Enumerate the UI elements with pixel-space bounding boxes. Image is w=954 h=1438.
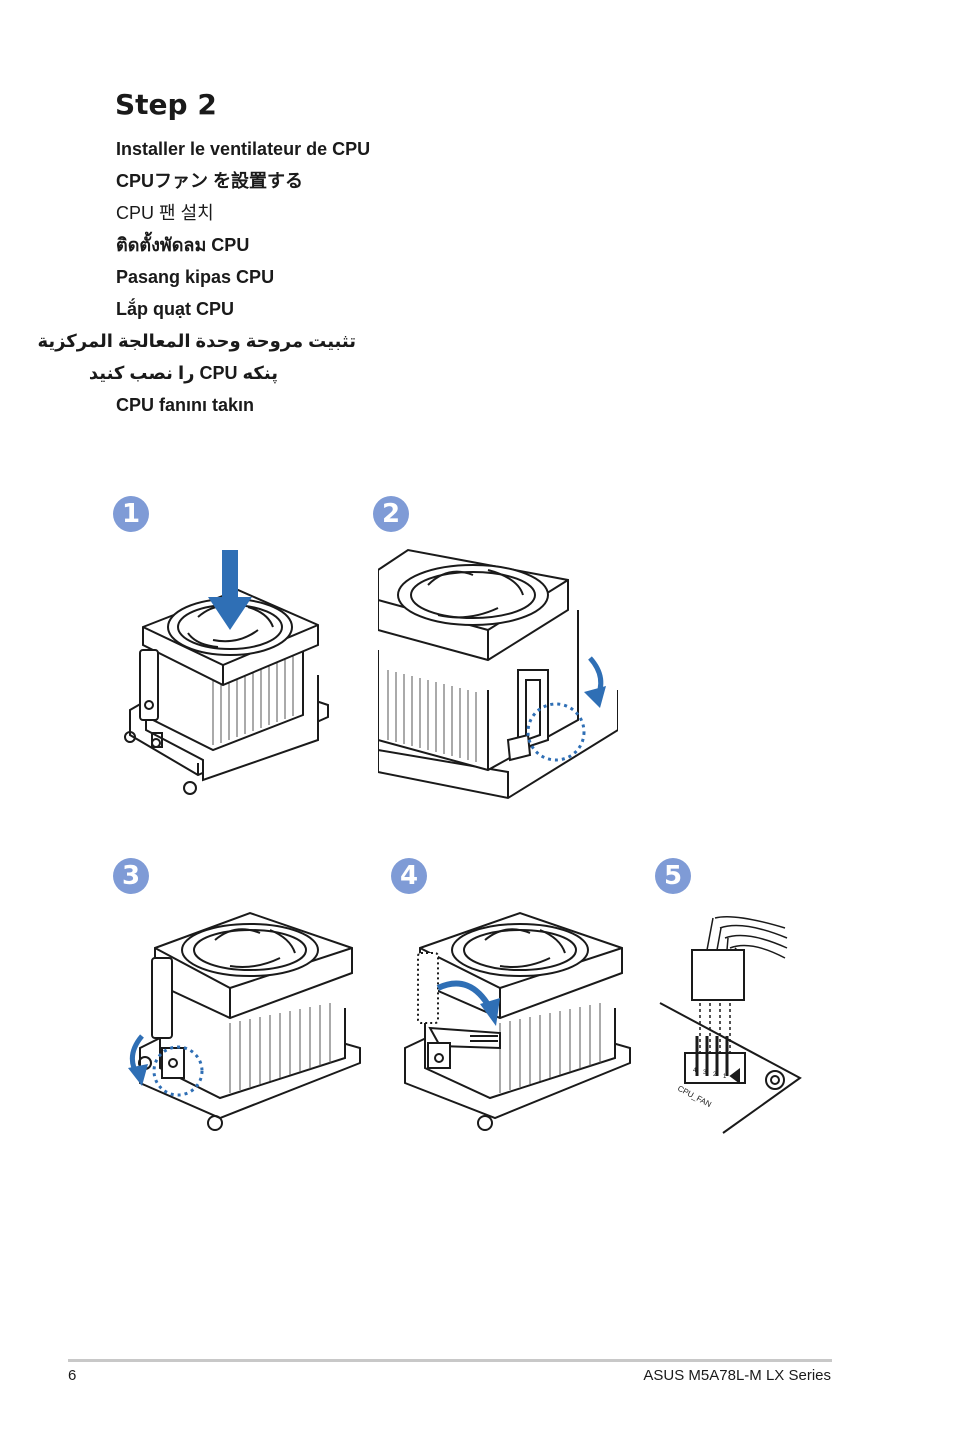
instruction-persian: پنکه CPU را نصب کنید bbox=[88, 363, 278, 383]
pin-label-4: 4 bbox=[693, 1068, 697, 1074]
step-4-cooler-illustration bbox=[404, 911, 631, 1131]
footer-divider bbox=[68, 1359, 832, 1362]
page-number: 6 bbox=[68, 1367, 77, 1384]
pin-label-2: 2 bbox=[713, 1072, 717, 1078]
step-5-fan-connector-illustration: CPU_FAN 4 3 2 1 bbox=[659, 916, 802, 1134]
instruction-french: Installer le ventilateur de CPU bbox=[116, 139, 371, 159]
instruction-turkish: CPU fanını takın bbox=[116, 395, 255, 415]
page-heading: Step 2 bbox=[115, 88, 217, 121]
step-4-badge: 4 bbox=[391, 858, 427, 894]
instruction-korean: CPU 팬 설치 bbox=[116, 203, 214, 223]
step-3-badge: 3 bbox=[113, 858, 149, 894]
step-2-badge: 2 bbox=[373, 496, 409, 532]
step-1-cooler-illustration bbox=[124, 550, 329, 795]
instruction-arabic: تثبيت مروحة وحدة المعالجة المركزية bbox=[37, 331, 356, 351]
instruction-thai: ติดตั้งพัดลม CPU bbox=[116, 235, 250, 255]
pin-label-3: 3 bbox=[703, 1070, 707, 1076]
pin-label-1: 1 bbox=[723, 1074, 727, 1080]
language-instruction-list: Installer le ventilateur de CPU CPUファン を… bbox=[37, 137, 436, 425]
step-5-badge: 5 bbox=[655, 858, 691, 894]
step-3-cooler-illustration bbox=[128, 911, 361, 1131]
cpu-fan-connector-label: CPU_FAN bbox=[676, 1084, 713, 1109]
step-1-badge: 1 bbox=[113, 496, 149, 532]
instruction-vietnamese: Lắp quạt CPU bbox=[116, 299, 235, 319]
instruction-indonesian: Pasang kipas CPU bbox=[116, 267, 275, 287]
footer-product-title: ASUS M5A78L-M LX Series bbox=[643, 1367, 831, 1384]
instruction-japanese: CPUファン を設置する bbox=[116, 171, 304, 191]
step-2-cooler-illustration bbox=[378, 548, 618, 800]
